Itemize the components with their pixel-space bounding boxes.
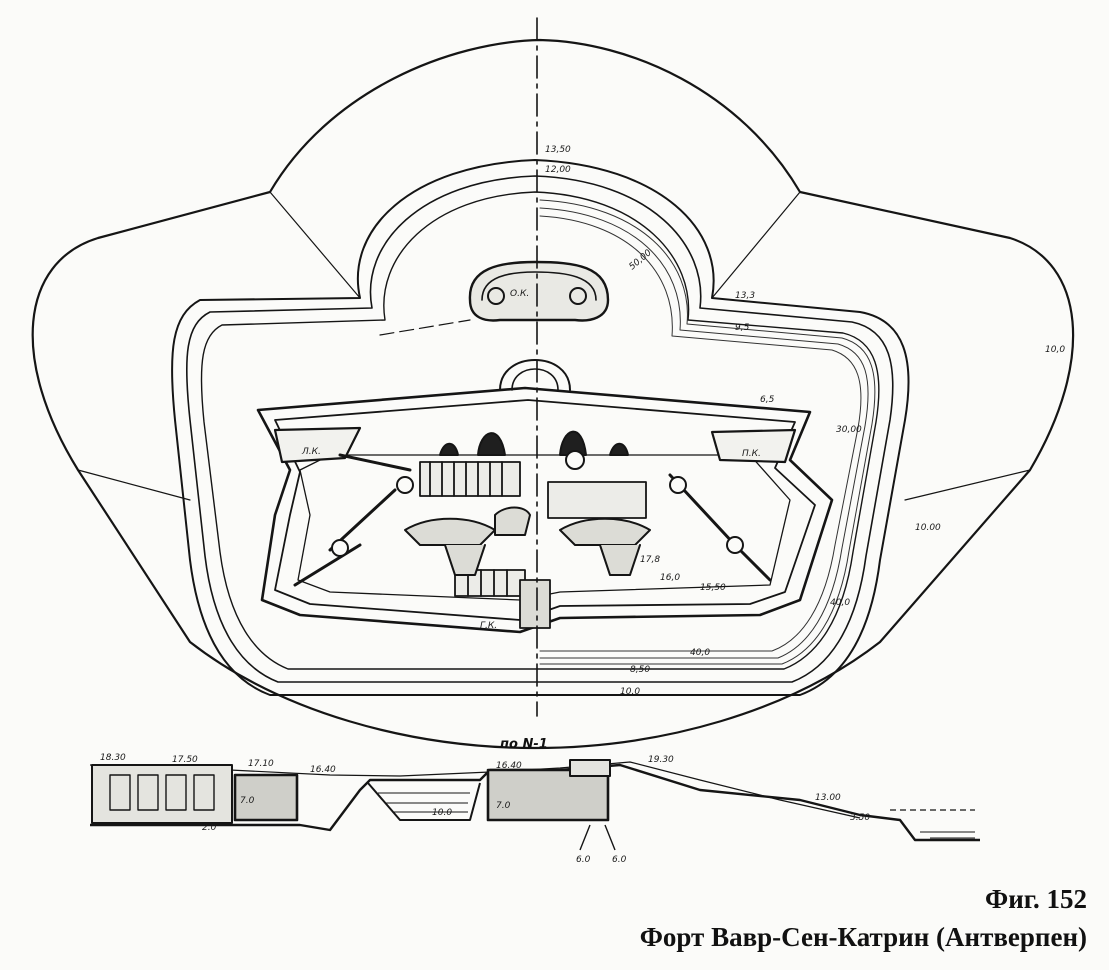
moat-hatching-right [539, 199, 876, 665]
elev-right-glacis: 10.00 [915, 523, 941, 533]
prof-elev-12: 2.0 [202, 823, 217, 833]
right-caponier [710, 428, 797, 464]
elev-far-right: 10,0 [1045, 345, 1065, 355]
posterns [293, 453, 772, 587]
glacis-line-left-low [77, 469, 191, 501]
prof-elev-8: 3.50 [850, 813, 870, 823]
barracks [419, 461, 647, 629]
profile-labels: 18.30 17.50 17.10 16.40 16.40 19.30 13.0… [100, 753, 870, 865]
redoubt-label: О.К. [510, 289, 529, 299]
elev-top-1: 13,50 [545, 145, 571, 155]
casemates [404, 506, 651, 576]
gorge-label: Г.К. [480, 621, 497, 631]
profile-section [89, 759, 980, 851]
prof-elev-11: 7.0 [496, 801, 511, 811]
elev-right-3: 6,5 [760, 395, 775, 405]
elev-bottom-3: 10.0 [620, 687, 640, 697]
elev-inner-2: 16,0 [660, 573, 680, 583]
fort-body [256, 386, 834, 634]
elev-right-1: 13,3 [735, 291, 755, 301]
prof-elev-5: 16.40 [496, 761, 522, 771]
glacis-outline [31, 38, 1075, 750]
prof-elev-10: 7.0 [240, 796, 255, 806]
prof-elev-4: 16.40 [310, 765, 336, 775]
fort-diagram: 13,50 12,00 13,3 10,0 9,5 6,5 50,00 30,0… [31, 17, 1075, 865]
left-caponier [273, 426, 362, 464]
glacis-line-right-low [904, 469, 1031, 501]
counterscarp [171, 159, 910, 696]
prof-elev-1: 18.30 [100, 753, 126, 763]
elev-top-2: 12,00 [545, 165, 571, 175]
figure-number: Фиг. 152 [985, 884, 1087, 914]
prof-elev-2: 17.50 [172, 755, 198, 765]
figure-title: Форт Вавр-Сен-Катрин (Антверпен) [639, 922, 1087, 952]
elev-inner-3: 15,50 [700, 583, 726, 593]
escarp [200, 191, 880, 670]
elev-inner-1: 17,8 [640, 555, 660, 565]
right-caponier-label: П.К. [742, 449, 761, 459]
elev-right-4: 40,0 [830, 598, 850, 608]
left-caponier-label: Л.К. [301, 447, 321, 457]
prof-elev-9: 10.0 [432, 808, 452, 818]
prof-elev-13: 6.0 [576, 855, 591, 865]
glacis-line-left [269, 191, 361, 299]
prof-elev-6: 19.30 [648, 755, 674, 765]
prof-elev-7: 13.00 [815, 793, 841, 803]
elev-bottom-2: 8,50 [630, 665, 650, 675]
counterscarp-inner [185, 175, 894, 683]
salient [499, 359, 571, 391]
glacis-line-right [711, 191, 801, 299]
elev-radius-1: 50,00 [628, 248, 654, 272]
section-label: по N-1 [500, 737, 548, 752]
elev-radius-2: 30,00 [836, 425, 862, 435]
cut-line [379, 319, 471, 336]
turrets [439, 430, 629, 470]
prof-elev-14: 6.0 [612, 855, 627, 865]
elev-bottom-1: 40,0 [690, 648, 710, 658]
elev-right-2: 9,5 [735, 323, 750, 333]
prof-elev-3: 17.10 [248, 759, 274, 769]
